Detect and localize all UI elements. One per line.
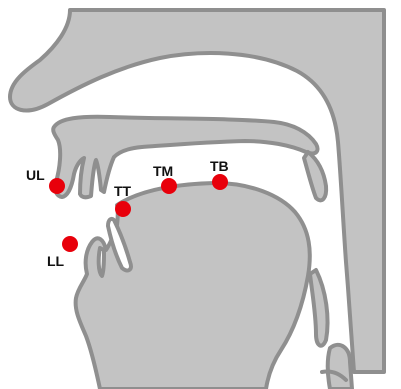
lower-incisor-gap: [99, 248, 104, 276]
tongue-and-lower-jaw: [76, 183, 310, 389]
marker-label-ul: UL: [26, 167, 45, 183]
marker-tm: [161, 178, 177, 194]
marker-label-ll: LL: [47, 253, 65, 269]
marker-label-tb: TB: [210, 158, 229, 174]
marker-tb: [212, 174, 228, 190]
marker-tt: [115, 201, 131, 217]
marker-label-tt: TT: [114, 183, 132, 199]
marker-label-tm: TM: [153, 163, 173, 179]
uvula: [304, 152, 326, 200]
marker-ul: [49, 178, 65, 194]
marker-ll: [62, 236, 78, 252]
epiglottis: [310, 270, 328, 346]
larynx: [328, 345, 352, 389]
